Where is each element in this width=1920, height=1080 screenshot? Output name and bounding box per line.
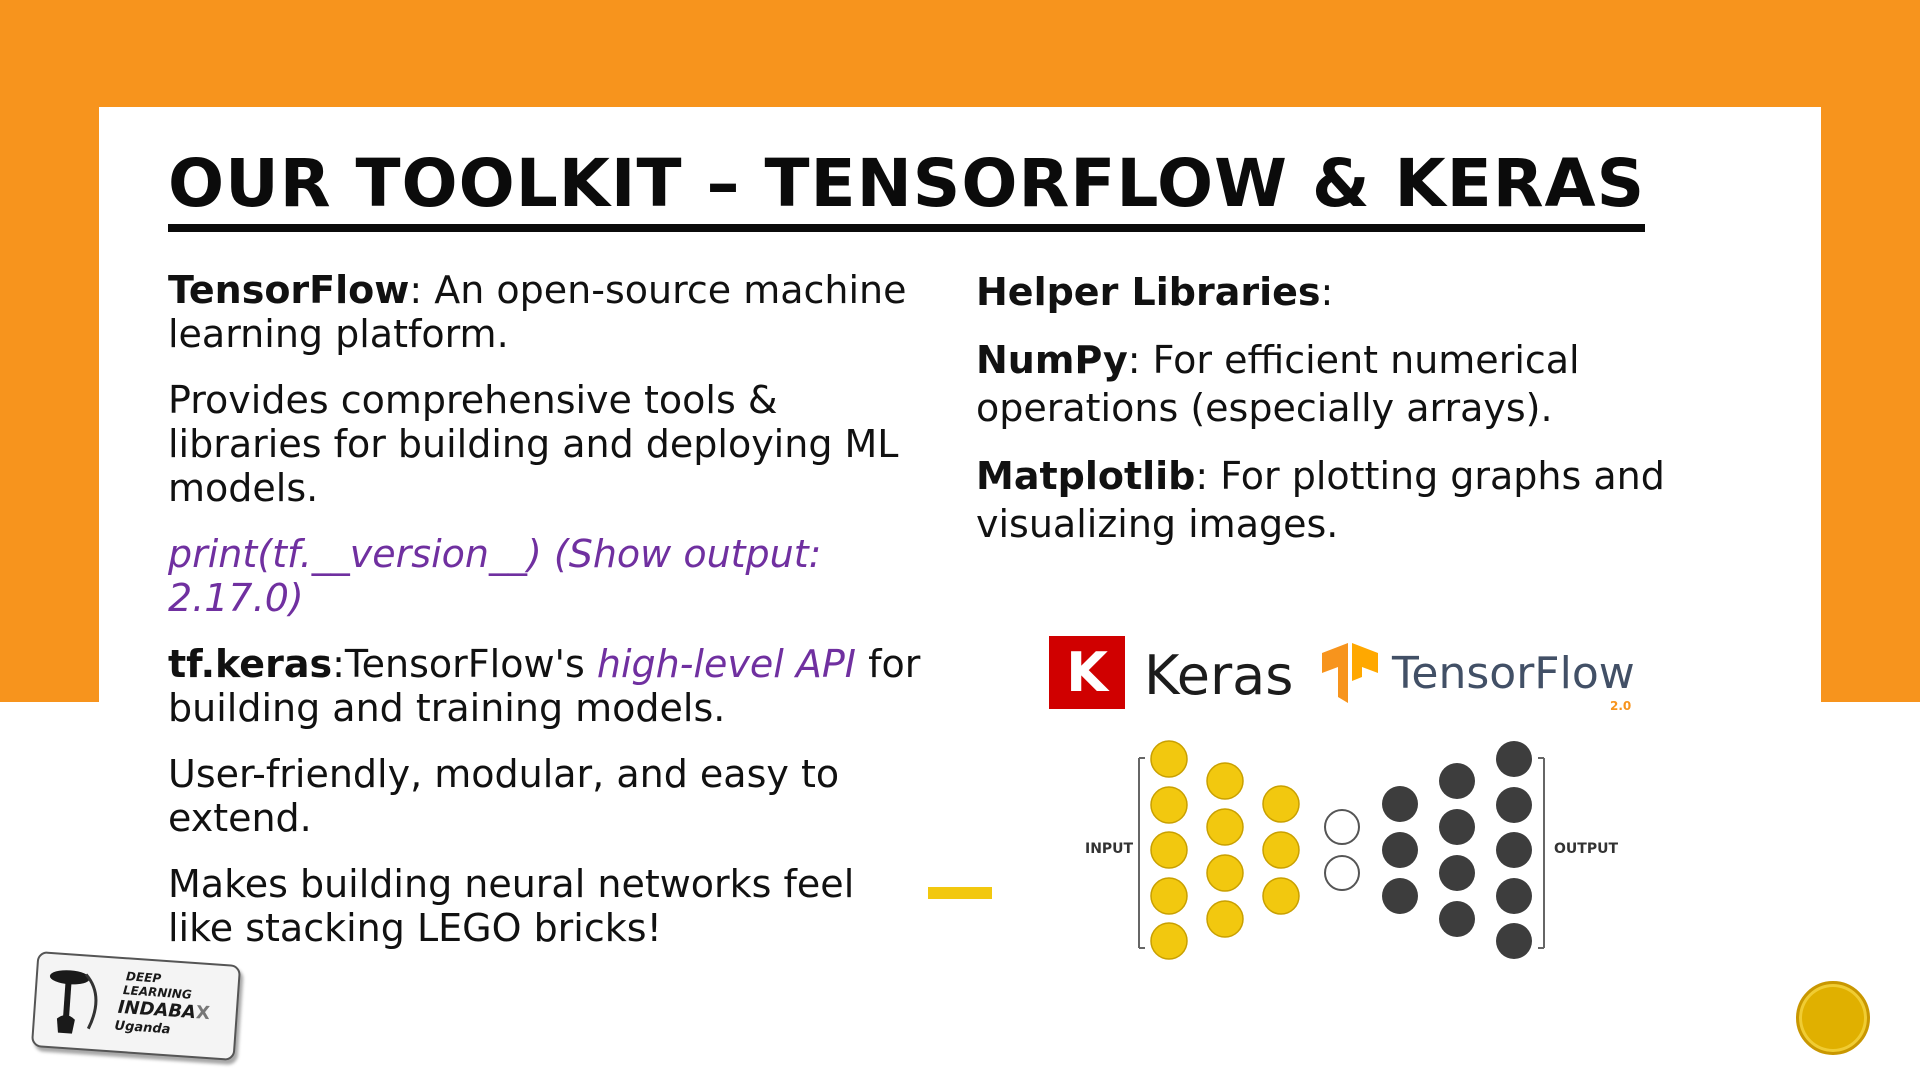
keras-logo-icon: K xyxy=(1049,636,1125,709)
neuron xyxy=(1206,808,1244,846)
slide-title: OUR TOOLKIT – TENSORFLOW & KERAS xyxy=(168,146,1646,232)
high-level-api-emphasis: high-level API xyxy=(596,642,856,686)
neuron xyxy=(1206,854,1244,892)
input-label: INPUT xyxy=(1085,841,1134,857)
tf-keras-colon: : xyxy=(332,642,345,686)
left-column: TensorFlow: An open-source machine learn… xyxy=(168,268,928,972)
indaba-uganda-text: Uganda xyxy=(114,1018,171,1038)
output-label: OUTPUT xyxy=(1554,841,1618,857)
neuron xyxy=(1382,786,1418,822)
tensorflow-wordmark: TensorFlow xyxy=(1392,648,1635,699)
neuron xyxy=(1324,809,1360,845)
neuron xyxy=(1324,855,1360,891)
neuron xyxy=(1439,763,1475,799)
neuron xyxy=(1496,741,1532,777)
tensorflow-logo-icon xyxy=(1322,643,1378,703)
tf-keras-term: tf.keras xyxy=(168,642,333,686)
neuron xyxy=(1496,878,1532,914)
tensorflow-version-label: 2.0 xyxy=(1610,699,1632,713)
neuron xyxy=(1150,831,1188,869)
neuron xyxy=(1150,922,1188,960)
user-friendly-bullet: User-friendly, modular, and easy to exte… xyxy=(168,752,840,840)
neuron xyxy=(1262,831,1300,869)
tf-keras-pre: TensorFlow's xyxy=(344,642,597,686)
neuron xyxy=(1150,786,1188,824)
numpy-bullet: NumPy: For efficient numerical operation… xyxy=(976,336,1776,432)
matplotlib-term: Matplotlib xyxy=(976,454,1196,498)
neuron xyxy=(1382,832,1418,868)
version-code-bullet: print(tf.__version__) (Show output: 2.17… xyxy=(168,532,822,620)
neuron xyxy=(1262,785,1300,823)
accent-dash xyxy=(928,887,992,899)
helper-libraries-colon: : xyxy=(1320,270,1334,314)
helper-libraries-heading: Helper Libraries: xyxy=(976,268,1776,316)
neuron xyxy=(1439,809,1475,845)
indaba-figure-icon xyxy=(49,970,98,1034)
neuron xyxy=(1496,923,1532,959)
neural-network-diagram: INPUT OUTPUT xyxy=(1085,740,1618,960)
neuron xyxy=(1206,900,1244,938)
neuron xyxy=(1496,832,1532,868)
neuron xyxy=(1496,787,1532,823)
neuron xyxy=(1382,878,1418,914)
neuron xyxy=(1150,877,1188,915)
right-column: Helper Libraries: NumPy: For efficient n… xyxy=(976,268,1776,568)
tf-keras-post: for building and training models. xyxy=(168,642,921,730)
deep-learning-indaba-logo: DEEP LEARNING INDABAX Uganda xyxy=(30,951,242,1061)
tensorflow-desc: : An open-source machine learning platfo… xyxy=(168,268,907,356)
tensorflow-term: TensorFlow xyxy=(168,268,410,312)
matplotlib-desc: : For plotting graphs and visualizing im… xyxy=(976,454,1665,546)
tools-bullet: Provides comprehensive tools & libraries… xyxy=(168,378,899,510)
neuron xyxy=(1439,855,1475,891)
content-card xyxy=(99,107,1821,867)
tf-keras-bullet: tf.keras:TensorFlow's high-level API for… xyxy=(168,642,928,730)
neuron xyxy=(1206,762,1244,800)
keras-wordmark: Keras xyxy=(1144,644,1294,707)
numpy-term: NumPy xyxy=(976,338,1128,382)
tensorflow-bullet: TensorFlow: An open-source machine learn… xyxy=(168,268,928,356)
numpy-desc: : For efficient numerical operations (es… xyxy=(976,338,1580,430)
neuron xyxy=(1150,740,1188,778)
neuron xyxy=(1262,877,1300,915)
neuron xyxy=(1439,901,1475,937)
indaba-x: X xyxy=(195,1002,211,1025)
matplotlib-bullet: Matplotlib: For plotting graphs and visu… xyxy=(976,452,1776,548)
lego-bullet: Makes building neural networks feel like… xyxy=(168,862,855,950)
helper-libraries-term: Helper Libraries xyxy=(976,270,1321,314)
slide-number-badge xyxy=(1796,981,1870,1055)
